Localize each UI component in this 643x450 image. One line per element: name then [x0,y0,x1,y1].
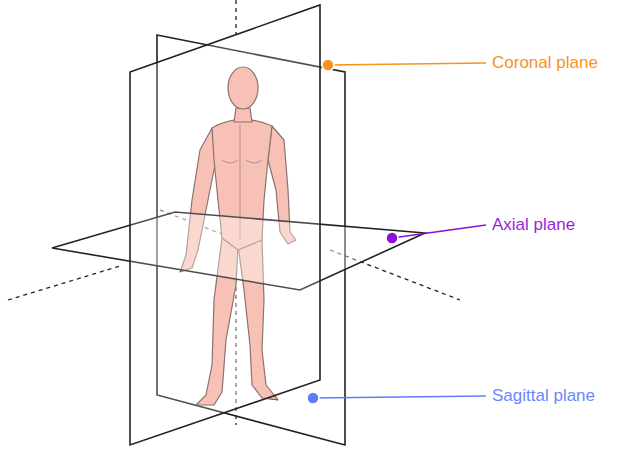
leader-dot [386,232,398,244]
leader-line [313,396,486,398]
plane-label: Axial plane [492,215,575,235]
leader-line [392,225,486,238]
leader-dot [322,59,334,71]
plane-label: Coronal plane [492,53,598,73]
leader-line [328,63,486,65]
plane-label: Sagittal plane [492,386,595,406]
leader-dot [307,392,319,404]
